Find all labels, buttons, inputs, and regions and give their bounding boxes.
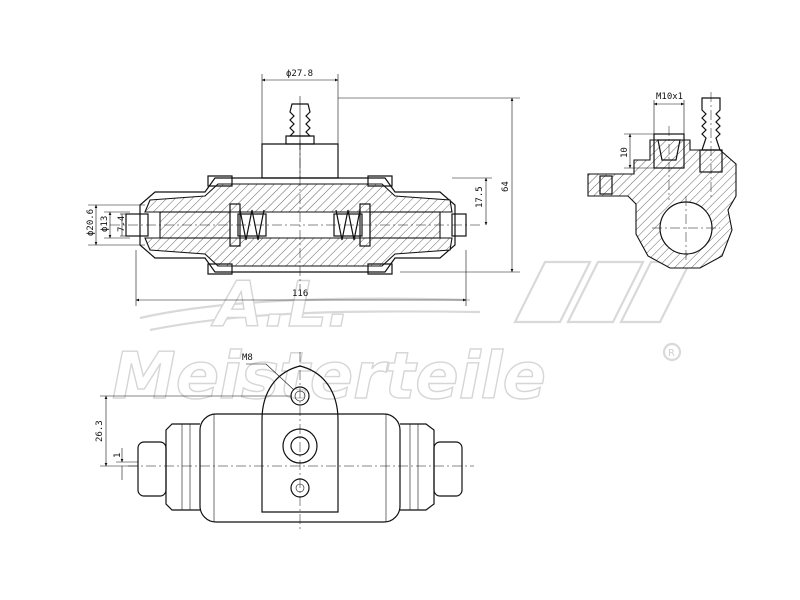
side-bleeder <box>699 92 723 200</box>
plan-view: M8 26.3 1 <box>95 352 474 530</box>
dim-total-height: 64 <box>338 97 520 273</box>
dim-small-offset-label: 7.4 <box>117 216 127 232</box>
dim-inner-diameter-label: ϕ13 <box>100 216 110 232</box>
dim-bleeder-depth-label: 10 <box>620 147 630 158</box>
dim-outer-diameter: ϕ20.6 <box>86 204 145 246</box>
dim-outer-diameter-label: ϕ20.6 <box>86 209 96 236</box>
watermark-brand: Meisterteile <box>112 340 546 414</box>
dim-total-length-label: 116 <box>292 289 308 299</box>
section-view: ϕ27.8 64 17.5 ϕ20.6 ϕ13 <box>86 69 520 306</box>
dim-mount-offset-label: 1 <box>113 453 123 458</box>
plan-push-rod-left <box>137 441 167 497</box>
registered-mark <box>662 342 682 362</box>
dim-small-offset: 7.4 <box>117 213 127 237</box>
watermark-logo-bars <box>513 260 692 324</box>
dim-bore-diameter: ϕ27.8 <box>261 69 339 144</box>
dim-bleeder-thread: M10x1 <box>653 92 685 134</box>
dim-half-height-label: 17.5 <box>475 186 485 208</box>
dim-mount-thread-label: M8 <box>242 353 253 363</box>
dim-total-length: 116 <box>135 250 467 306</box>
cylinder-body <box>139 177 456 273</box>
watermark: A.L. Meisterteile R <box>111 260 692 415</box>
dim-mount-offset: 1 <box>113 448 138 480</box>
body-wall-bottom <box>144 237 453 267</box>
plan-push-rod-right <box>433 441 463 497</box>
dim-bleeder-thread-label: M10x1 <box>656 92 683 102</box>
dim-bore-diameter-label: ϕ27.8 <box>286 69 313 79</box>
body-wall-top <box>144 183 453 213</box>
dim-inner-diameter: ϕ13 <box>100 211 130 239</box>
dim-total-height-label: 64 <box>501 181 511 192</box>
dim-bleeder-depth: 10 <box>620 133 654 169</box>
dim-mount-height: 26.3 <box>95 395 292 467</box>
dim-mount-height-label: 26.3 <box>95 420 105 442</box>
dim-mount-thread: M8 <box>242 353 295 391</box>
watermark-initials: A.L. <box>210 268 351 341</box>
side-view: M10x1 10 <box>587 92 737 269</box>
dim-half-height: 17.5 <box>452 177 492 226</box>
registered-letter: R <box>668 348 675 359</box>
